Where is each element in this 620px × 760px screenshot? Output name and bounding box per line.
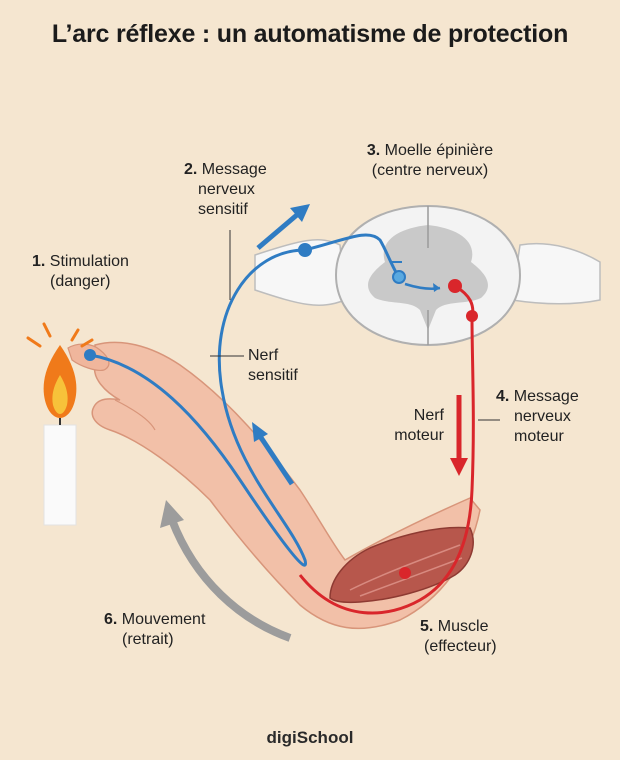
label-text: sensitif [248,367,298,384]
label-text: nerveux [514,408,571,425]
label-stimulation: 1. Stimulation (danger) [32,252,129,292]
label-text: (retrait) [122,631,174,648]
label-text: moteur [394,427,444,444]
sensory-neuron-body [298,243,312,257]
label-text: Muscle [437,618,489,635]
step-number: 6. [104,611,118,628]
label-text: Nerf [248,347,279,364]
label-movement: 6. Mouvement (retrait) [104,610,205,650]
label-text: Mouvement [121,611,206,628]
spinal-cord [254,204,601,347]
interneuron-arrowhead [433,283,440,292]
digischool-logo: digiSchool [266,728,354,747]
motor-arrow-down [450,395,468,476]
sensory-arrow-arm [252,422,295,486]
label-nerf-sensitif: Nerf sensitif [248,346,298,386]
label-text: Nerf [413,407,444,424]
label-muscle: 5. Muscle (effecteur) [420,617,497,657]
label-text: moteur [514,428,564,445]
muscle [329,526,474,604]
motor-neuron-2 [466,310,478,322]
label-text: Moelle épinière [384,142,494,159]
sensory-arrow-up [256,204,310,250]
label-text: nerveux [198,181,255,198]
step-number: 1. [32,253,46,270]
step-number: 2. [184,161,198,178]
label-text: sensitif [198,201,248,218]
step-number: 3. [366,142,381,159]
motor-neuron-body [448,279,462,293]
label-text: Message [513,388,579,405]
interneuron [392,270,406,284]
label-motor-message: 4. Message nerveux moteur [496,387,579,447]
muscle-junction [399,567,411,579]
sensory-receptor [84,349,96,361]
label-text: Message [201,161,267,178]
label-text: (danger) [50,273,111,290]
sensory-nerve [89,233,400,567]
step-number: 4. [496,388,510,405]
page-title: L’arc réflexe : un automatisme de protec… [51,20,569,48]
movement-arrow [160,500,292,642]
step-number: 5. [420,618,434,635]
label-text: (effecteur) [424,638,497,655]
label-text: Stimulation [49,253,129,270]
label-nerf-moteur: Nerf moteur [380,406,444,446]
label-sensory-message: 2. Message nerveux sensitif [184,160,267,220]
label-text: (centre nerveux) [371,162,489,179]
label-spinal-cord: 3. Moelle épinière (centre nerveux) [330,141,530,181]
candle-icon [26,322,94,526]
